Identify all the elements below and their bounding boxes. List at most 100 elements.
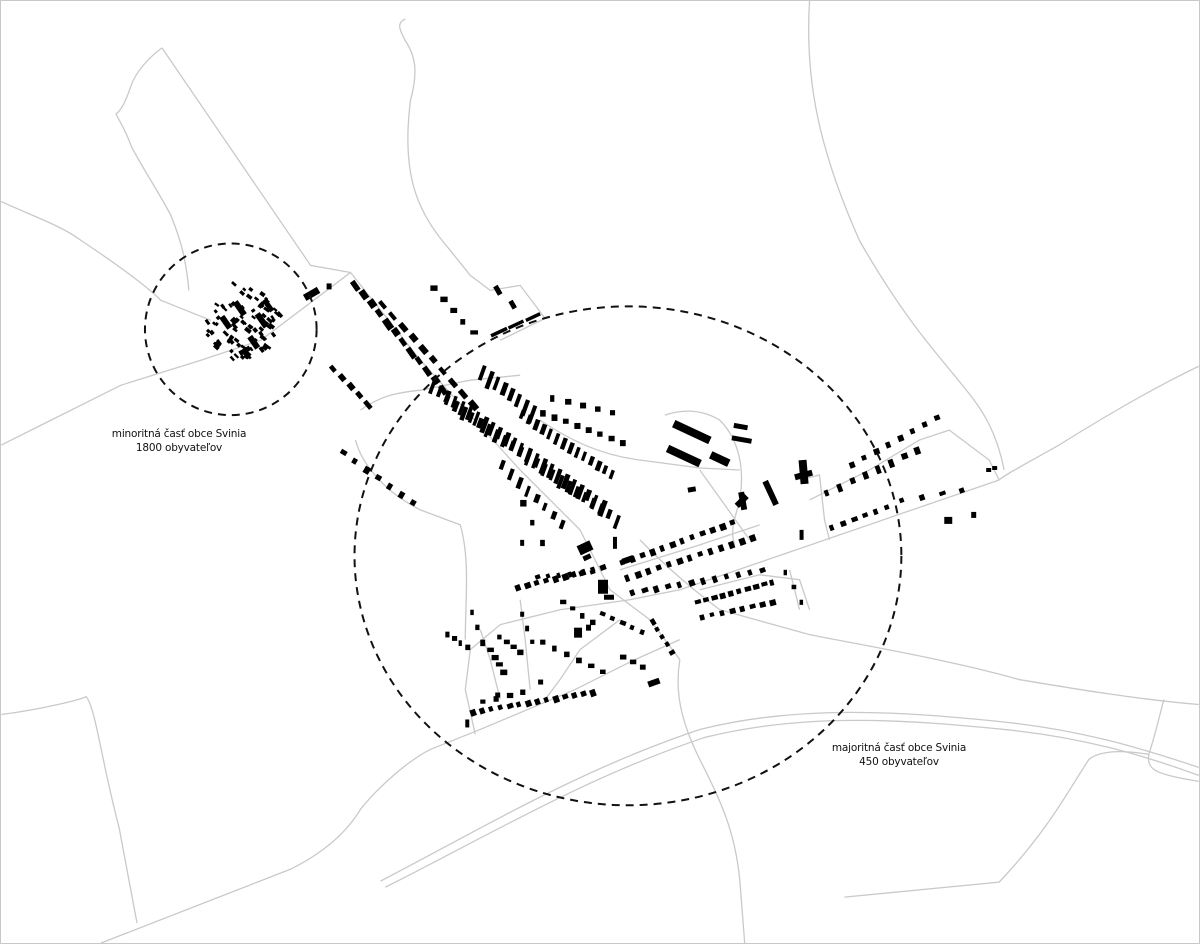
major-settlement-boundary bbox=[353, 305, 903, 807]
building bbox=[738, 491, 748, 511]
building bbox=[799, 529, 804, 540]
building bbox=[608, 435, 615, 442]
road bbox=[998, 365, 1199, 481]
building bbox=[676, 581, 683, 589]
building bbox=[258, 302, 265, 309]
road bbox=[399, 18, 491, 291]
building bbox=[250, 308, 256, 313]
road bbox=[788, 569, 801, 610]
road bbox=[809, 429, 1000, 501]
road bbox=[664, 410, 743, 546]
building bbox=[507, 319, 525, 330]
building bbox=[231, 319, 237, 325]
building bbox=[495, 692, 501, 698]
building bbox=[672, 420, 712, 445]
building bbox=[898, 497, 905, 504]
building bbox=[861, 512, 869, 519]
building bbox=[234, 317, 240, 323]
building bbox=[556, 474, 565, 490]
road bbox=[639, 539, 1199, 706]
building bbox=[619, 440, 626, 447]
building bbox=[887, 458, 896, 469]
building bbox=[263, 342, 270, 349]
building bbox=[719, 609, 725, 617]
building bbox=[629, 659, 637, 665]
building bbox=[239, 354, 246, 360]
building bbox=[595, 406, 601, 412]
road bbox=[844, 751, 1149, 898]
building bbox=[457, 400, 466, 416]
road bbox=[677, 659, 746, 943]
building bbox=[349, 279, 361, 292]
building bbox=[768, 579, 775, 587]
building bbox=[580, 690, 587, 698]
building bbox=[262, 298, 275, 313]
building bbox=[731, 435, 752, 444]
building bbox=[649, 618, 657, 626]
building bbox=[739, 605, 746, 613]
road bbox=[1147, 699, 1199, 782]
building bbox=[552, 694, 561, 704]
building bbox=[921, 421, 928, 428]
building bbox=[465, 719, 470, 728]
building bbox=[836, 483, 844, 493]
building bbox=[499, 434, 508, 448]
building bbox=[567, 478, 578, 496]
building bbox=[574, 422, 581, 429]
road bbox=[1, 271, 351, 446]
building bbox=[534, 574, 541, 580]
building bbox=[556, 572, 562, 579]
building bbox=[580, 402, 587, 409]
building bbox=[574, 627, 583, 638]
building bbox=[451, 400, 460, 413]
building bbox=[232, 316, 238, 322]
building bbox=[251, 315, 257, 320]
building bbox=[515, 701, 522, 708]
building bbox=[390, 326, 401, 338]
building bbox=[221, 306, 228, 312]
building bbox=[719, 592, 727, 600]
building bbox=[447, 377, 459, 389]
building bbox=[794, 469, 814, 481]
building bbox=[259, 290, 266, 298]
building bbox=[249, 346, 254, 352]
building bbox=[738, 537, 747, 546]
building bbox=[647, 677, 661, 688]
building bbox=[546, 428, 553, 440]
building bbox=[860, 454, 867, 461]
building bbox=[500, 669, 508, 676]
building bbox=[229, 348, 234, 354]
building bbox=[263, 306, 271, 313]
building bbox=[465, 644, 471, 651]
building bbox=[884, 441, 892, 449]
building bbox=[588, 688, 597, 698]
building bbox=[450, 395, 458, 409]
building bbox=[276, 310, 284, 319]
building bbox=[839, 520, 847, 528]
building bbox=[619, 619, 627, 627]
building bbox=[707, 547, 714, 556]
building bbox=[538, 679, 544, 685]
building bbox=[913, 446, 922, 456]
building bbox=[438, 366, 447, 376]
building bbox=[242, 287, 247, 292]
building bbox=[266, 324, 273, 330]
building bbox=[540, 463, 548, 477]
building bbox=[849, 477, 857, 485]
building bbox=[470, 609, 474, 616]
building bbox=[605, 508, 613, 520]
building bbox=[545, 463, 555, 479]
building bbox=[233, 353, 240, 359]
building bbox=[355, 390, 364, 400]
road bbox=[385, 719, 1199, 888]
building bbox=[561, 693, 569, 700]
building bbox=[576, 540, 594, 556]
building bbox=[658, 544, 666, 553]
building bbox=[938, 490, 947, 497]
building bbox=[238, 345, 252, 356]
buildings-layer bbox=[204, 279, 998, 728]
building bbox=[490, 326, 508, 338]
building bbox=[458, 640, 462, 647]
building bbox=[971, 511, 977, 518]
building bbox=[586, 624, 592, 631]
